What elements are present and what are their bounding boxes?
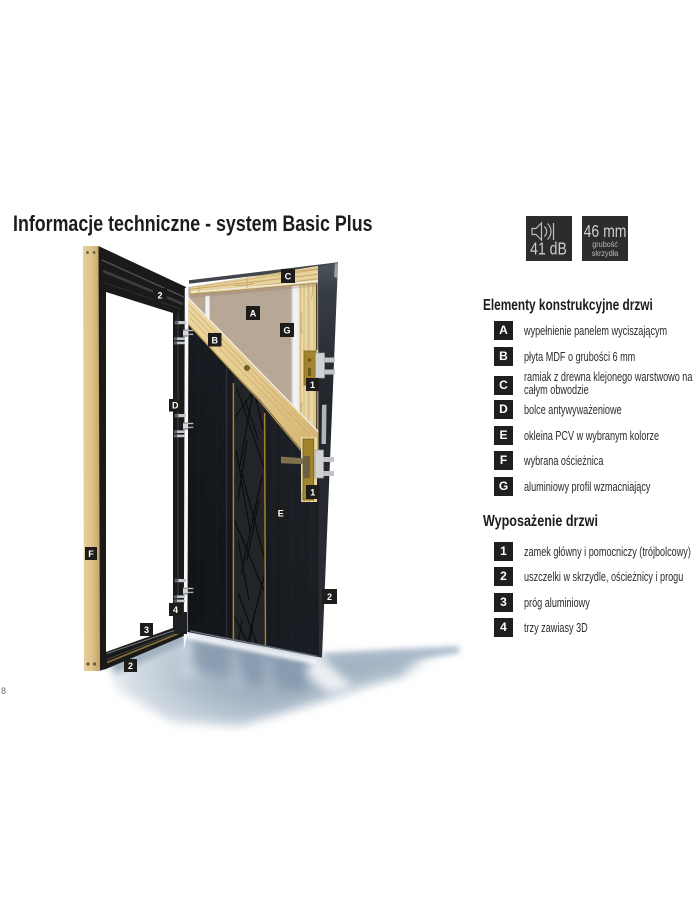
svg-text:1: 1 <box>310 488 315 498</box>
svg-text:F: F <box>88 549 94 559</box>
svg-text:C: C <box>285 272 292 282</box>
svg-text:41 dB: 41 dB <box>530 239 567 259</box>
svg-text:4: 4 <box>173 605 178 615</box>
svg-text:2: 2 <box>128 661 133 671</box>
svg-text:1: 1 <box>310 380 315 390</box>
svg-text:B: B <box>211 335 218 345</box>
svg-text:G: G <box>283 326 290 336</box>
svg-text:2: 2 <box>327 592 332 602</box>
svg-text:46 mm: 46 mm <box>584 221 627 241</box>
svg-text:grubość: grubość <box>592 240 618 249</box>
svg-text:A: A <box>250 309 257 319</box>
svg-text:skrzydła: skrzydła <box>592 249 619 258</box>
svg-text:E: E <box>278 508 284 518</box>
svg-text:D: D <box>172 401 179 411</box>
svg-text:3: 3 <box>144 625 149 635</box>
svg-text:2: 2 <box>157 291 162 301</box>
